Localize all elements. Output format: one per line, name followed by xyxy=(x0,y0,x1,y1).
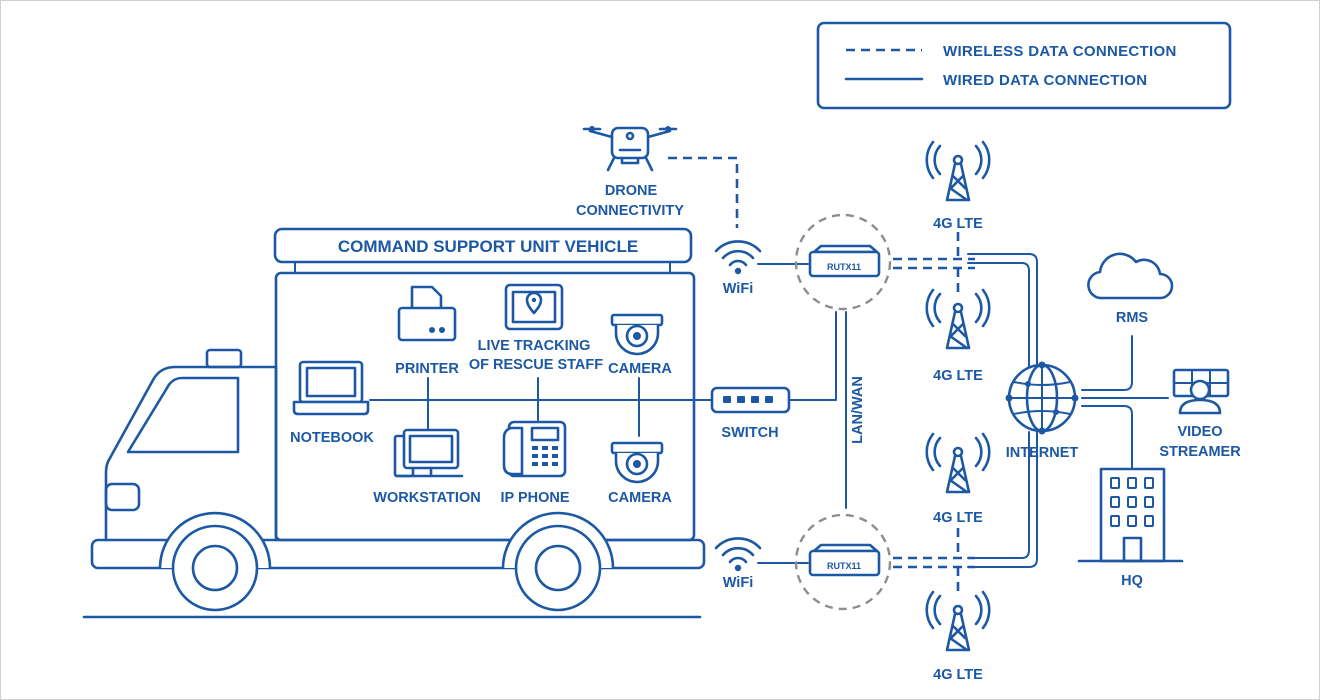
video-streamer-label-line1: VIDEO xyxy=(1177,424,1222,440)
lte-label-4: 4G LTE xyxy=(933,667,983,683)
switch-icon xyxy=(710,386,791,414)
legend-wireless-label: WIRELESS DATA CONNECTION xyxy=(943,43,1177,60)
lte-label-3: 4G LTE xyxy=(933,510,983,526)
workstation-label: WORKSTATION xyxy=(373,490,480,506)
building-icon xyxy=(1077,467,1184,563)
cloud-icon xyxy=(1087,252,1174,300)
camera-bottom-label: CAMERA xyxy=(608,490,672,506)
cab-window xyxy=(126,376,240,454)
router-bottom-circle xyxy=(794,513,892,611)
router-icon: RUTX11 xyxy=(808,543,881,577)
lte-bottom-internet-line-b xyxy=(967,431,1030,559)
internet-hq-link xyxy=(1081,405,1133,469)
vehicle-title: COMMAND SUPPORT UNIT VEHICLE xyxy=(338,237,638,256)
wifi-icon xyxy=(714,240,762,275)
rms-label: RMS xyxy=(1116,310,1149,326)
notebook-icon xyxy=(292,360,370,416)
camera-icon xyxy=(610,313,664,356)
printer-label: PRINTER xyxy=(395,361,459,377)
drone-icon xyxy=(582,126,678,172)
cab-outline xyxy=(104,365,278,542)
legend-box xyxy=(816,21,1232,110)
lte-bottom-internet-line-a xyxy=(967,431,1038,568)
hq-label: HQ xyxy=(1121,573,1143,589)
lte-top-internet-line-a xyxy=(967,253,1038,367)
video-streamer-icon xyxy=(1172,368,1230,415)
lte-label-1: 4G LTE xyxy=(933,216,983,232)
lan-wan-label: LAN/WAN xyxy=(850,376,866,444)
legend: WIRELESS DATA CONNECTION WIRED DATA CONN… xyxy=(816,21,1232,110)
cell-tower-icon xyxy=(925,288,991,350)
cell-tower-icon xyxy=(925,140,991,202)
wifi-bottom-label: WiFi xyxy=(723,575,753,591)
camera-icon xyxy=(610,441,664,484)
cab-light xyxy=(205,348,243,369)
lte-top-internet-line-b xyxy=(967,262,1030,367)
ip-phone-icon xyxy=(502,420,567,478)
headlight xyxy=(104,482,141,512)
camera-top-label: CAMERA xyxy=(608,361,672,377)
workstation-icon xyxy=(393,428,464,478)
router-top-label: RUTX11 xyxy=(827,262,861,272)
router-icon: RUTX11 xyxy=(808,244,881,278)
wifi-icon xyxy=(714,537,762,572)
video-streamer-label-line2: STREAMER xyxy=(1159,444,1241,460)
rear-wheel xyxy=(501,511,615,612)
router-bottom-label: RUTX11 xyxy=(827,561,861,571)
internet-label: INTERNET xyxy=(1006,445,1079,461)
notebook-label: NOTEBOOK xyxy=(290,430,374,446)
lte-label-2: 4G LTE xyxy=(933,368,983,384)
front-wheel xyxy=(158,511,272,612)
router-top-circle xyxy=(794,213,892,311)
chassis xyxy=(90,538,706,570)
switch-label: SWITCH xyxy=(721,425,778,441)
connections xyxy=(369,156,1169,594)
drone-label-line2: CONNECTIVITY xyxy=(576,203,684,219)
internet-rms-link xyxy=(1081,335,1133,391)
tablet-location-icon xyxy=(504,283,564,331)
tracking-label-line2: OF RESCUE STAFF xyxy=(469,357,603,373)
truck-icon: COMMAND SUPPORT UNIT VEHICLE xyxy=(82,227,706,619)
ip-phone-label: IP PHONE xyxy=(500,490,569,506)
roof-sign xyxy=(273,227,693,264)
drone-wireless-link xyxy=(668,156,739,228)
legend-wired-label: WIRED DATA CONNECTION xyxy=(943,72,1147,89)
drone-label-line1: DRONE xyxy=(605,183,658,199)
switch-router-top-link xyxy=(788,311,837,401)
cell-tower-icon xyxy=(925,590,991,652)
cell-tower-icon xyxy=(925,432,991,494)
wifi-top-label: WiFi xyxy=(723,281,753,297)
globe-icon xyxy=(1005,361,1079,435)
printer-icon xyxy=(397,285,457,342)
tracking-label-line1: LIVE TRACKING xyxy=(478,338,591,354)
